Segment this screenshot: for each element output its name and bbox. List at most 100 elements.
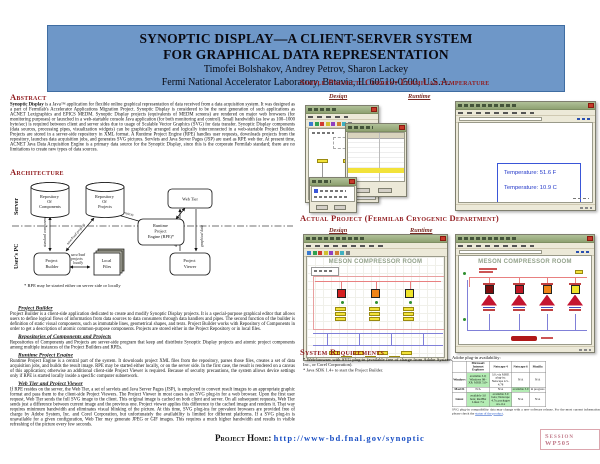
close-icon	[349, 179, 355, 184]
rpe-paragraph: Runtime Project Engine is a central part…	[10, 358, 295, 379]
compressor-unit	[480, 282, 498, 311]
component-chip	[341, 356, 352, 357]
dialog-titlebar	[310, 178, 356, 186]
repository-of-projects-node: Repository Of Projects	[85, 182, 125, 218]
canvas-button	[311, 267, 339, 276]
abstract-heading: Abstract	[10, 92, 47, 102]
component-chip	[335, 317, 346, 321]
availability-cell: N/A	[511, 391, 530, 408]
requirement-item: * Java SDK 1.4+ to start the Project Bui…	[303, 367, 384, 373]
room-title: MESON COMPRESSOR ROOM	[328, 259, 423, 265]
table-column-header: Mozilla	[529, 361, 546, 373]
tank-icon	[511, 344, 537, 345]
adobe-availability-table: Microsoft Internet Explorer Netscape 4 N…	[452, 361, 546, 408]
compressor-icon	[511, 294, 527, 306]
compressor-unit	[538, 282, 556, 311]
svg-text:Runtime Project: Runtime Project Engine (RPE)*	[148, 223, 174, 239]
svg-text:Project Builder: Project Builder	[45, 258, 59, 269]
adobe-status-link[interactable]: status of the product	[475, 411, 503, 416]
availability-cell: available 3.0 beta; RedHat Linux 7.x	[466, 391, 490, 408]
browser-menu-bar	[456, 243, 594, 249]
repositories-subheading: Repositories of Components and Projects	[18, 333, 112, 340]
webtier-subheading: Web Tier and Project Viewer	[18, 380, 83, 387]
builder-canvas: MESON COMPRESSOR ROOM	[306, 256, 445, 358]
cancel-button	[334, 205, 346, 210]
table-row: Linux available 3.0 beta; RedHat Linux 7…	[452, 391, 546, 408]
selected-property-row	[348, 168, 404, 173]
table-column-header	[452, 361, 467, 373]
data-source-dialog	[309, 177, 357, 213]
compressor-status-square	[337, 289, 346, 298]
footnote-text: .	[502, 411, 504, 416]
architecture-diagram: Server User's PC standard components sav…	[12, 182, 293, 288]
component-chip	[369, 312, 380, 316]
component-chip	[403, 312, 414, 316]
rpe-footnote: * RPE may be started either on server si…	[24, 283, 121, 288]
rpe-subheading: Runtime Project Engine	[18, 352, 74, 358]
abstract-paragraph: Synoptic Display is a Java™ application …	[10, 102, 295, 206]
simple-design-label: Design	[329, 93, 348, 100]
temperature-celsius: Temperature: 10.9 C	[504, 185, 557, 191]
valve-icon	[463, 272, 466, 275]
simple-runtime-label: Runtime	[408, 93, 431, 100]
project-home-label: Project Home:	[215, 433, 272, 443]
abstract-lead: Synoptic Display	[10, 102, 44, 107]
arrow-rpe-webtier	[175, 207, 186, 220]
local-files-node: Local Files	[93, 248, 125, 276]
browser-window: MESON COMPRESSOR ROOM	[455, 234, 595, 353]
project-home-link[interactable]: http://www-bd.fnal.gov/synoptic	[273, 433, 425, 443]
actual-runtime-screenshot: MESON COMPRESSOR ROOM	[455, 234, 596, 354]
compressor-status-square	[514, 284, 524, 294]
affiliation: Fermi National Accelerator Laboratory, B…	[161, 77, 451, 88]
browser-titlebar	[456, 102, 595, 110]
component-chip	[403, 317, 414, 321]
svg-text:Web Tier: Web Tier	[182, 197, 198, 202]
compressor-icon	[481, 294, 497, 306]
component-chip	[403, 307, 414, 311]
browser-viewport: MESON COMPRESSOR ROOM	[458, 255, 592, 345]
left-subsections: Project Builder Project Builder is a cli…	[10, 302, 295, 464]
web-tier-node: Web Tier	[167, 188, 213, 209]
compressor-unit	[566, 282, 584, 311]
table-column-header: Netscape 6	[511, 361, 530, 373]
webtier-paragraph: If RPE resides on the server, the Web Ti…	[10, 387, 295, 427]
checkbox-icon	[314, 189, 318, 193]
component-chip	[369, 317, 380, 321]
edge-label-projects: projects	[121, 210, 135, 218]
session-badge: Session WP505	[540, 429, 600, 450]
properties-table	[347, 132, 405, 182]
component-chip	[369, 307, 380, 311]
simple-runtime-screenshot: Temperature: 51.6 F Temperature: 10.9 C	[455, 101, 597, 213]
valve-icon	[463, 318, 466, 321]
table-footnote: SVG plug-in compatibility data may chang…	[452, 408, 600, 416]
room-title: MESON COMPRESSOR ROOM	[478, 259, 572, 265]
project-builder-subheading: Project Builder	[18, 305, 53, 311]
repository-of-components-node: Repository Of Components	[30, 182, 70, 218]
abstract-body: is a Java™ application for flexible onli…	[10, 102, 295, 152]
adobe-table-caption: Adobe plug-in availability:	[452, 355, 501, 360]
availability-cell: N/A	[529, 391, 546, 408]
component-chip	[335, 307, 346, 311]
component-chip	[377, 351, 388, 355]
browser-titlebar	[456, 235, 594, 243]
close-icon	[440, 236, 446, 241]
red-piping-region	[313, 276, 444, 330]
requirement-item: * Web-browser with SVG plug-in (availabl…	[303, 357, 453, 367]
compressor-status-square	[371, 289, 380, 298]
edge-label-save-load-projects: save/load projects	[66, 222, 87, 246]
svg-text:Project Viewer: Project Viewer	[183, 258, 196, 269]
component-chip	[365, 356, 376, 357]
component-chip	[317, 159, 328, 163]
simple-project-heading: Simple Project: Current FermiLab tempera…	[300, 77, 490, 87]
component-chip	[575, 270, 583, 274]
compressor-icon	[539, 294, 555, 306]
footnote-text: SVG plug-in compatibility data may chang…	[452, 408, 600, 416]
table-row-label: Windows	[452, 372, 467, 388]
close-icon	[371, 107, 377, 112]
repositories-paragraph: Repositories of Components and Projects …	[10, 340, 295, 350]
availability-cell: N/A	[511, 372, 530, 388]
system-requirements-heading: System Requirements	[300, 347, 385, 357]
table-column-header: Netscape 4	[489, 361, 512, 373]
browser-menu-bar	[456, 110, 595, 116]
